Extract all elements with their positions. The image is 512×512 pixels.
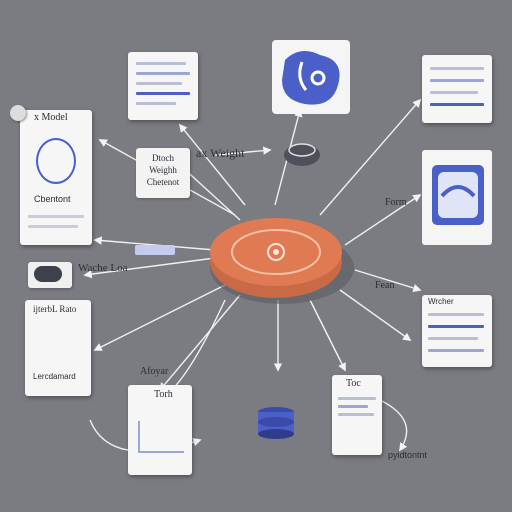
arrow-hub-to-top-doc bbox=[178, 123, 246, 206]
model-icon bbox=[36, 138, 76, 184]
gear-icon bbox=[267, 243, 285, 261]
arrow-hub-to-bottom-left bbox=[158, 294, 241, 392]
cloud-icon bbox=[284, 143, 320, 166]
toc-card-title: Toc bbox=[346, 378, 361, 389]
pin-icon bbox=[10, 105, 26, 121]
hub-ring bbox=[231, 229, 321, 275]
database-card bbox=[238, 380, 316, 458]
torch-card: Torh bbox=[128, 385, 192, 475]
arrow-hub-to-top-right-doc bbox=[319, 98, 422, 216]
doc-line bbox=[430, 91, 478, 94]
bottom-left-note: Afoyar bbox=[140, 366, 169, 377]
doc-line bbox=[136, 72, 190, 75]
watcher-card: Wrcher bbox=[422, 295, 492, 367]
database-icon bbox=[258, 407, 294, 439]
model-card: x Model Cbentont bbox=[20, 110, 92, 245]
model-card-title: x Model bbox=[34, 112, 68, 123]
weight-loader-label: Wache Loa bbox=[78, 262, 128, 274]
weight-label: ax Weight bbox=[196, 146, 245, 160]
model-card-line bbox=[28, 215, 84, 218]
dark-toggle-icon bbox=[34, 266, 62, 282]
weight-checkpoint-text: Dtoch Weighh Chetenot bbox=[146, 153, 180, 187]
hub-node bbox=[210, 218, 354, 304]
arrow-bottom-right-loop bbox=[379, 399, 408, 452]
model-card-line bbox=[28, 225, 78, 228]
document-card-top-right bbox=[422, 55, 492, 123]
app-window-icon bbox=[422, 150, 492, 245]
arrow-hub-to-right-mid bbox=[354, 269, 422, 293]
left-mid-widget bbox=[28, 262, 72, 288]
doc-line bbox=[428, 325, 484, 328]
doc-line bbox=[428, 313, 484, 316]
left-mid-tag-ribbon bbox=[135, 245, 175, 255]
arrow-hub-to-bottom-right-doc bbox=[309, 299, 346, 372]
toc-card: Toc bbox=[332, 375, 382, 455]
doc-line bbox=[338, 405, 368, 408]
framework-logo-icon bbox=[272, 40, 350, 114]
connector-arrows bbox=[83, 98, 422, 452]
doc-line bbox=[136, 92, 190, 95]
arrow-hub-to-right-card bbox=[344, 194, 422, 246]
arrow-hub-to-right-low bbox=[339, 289, 412, 341]
doc-line bbox=[430, 79, 484, 82]
ratio-card-title: ijterbL Rato bbox=[33, 304, 77, 314]
ratio-card: ijterbL Rato Lercdamard bbox=[25, 300, 91, 396]
doc-line bbox=[428, 349, 484, 352]
doc-line bbox=[430, 103, 484, 106]
weight-checkpoint-tag: Dtoch Weighh Chetenot bbox=[136, 148, 190, 198]
arrow-weight-to-cloud bbox=[214, 146, 272, 156]
model-card-sub: Cbentont bbox=[34, 194, 71, 204]
doc-line bbox=[338, 397, 376, 400]
doc-line bbox=[338, 413, 374, 416]
document-card-top bbox=[128, 52, 198, 120]
arrow-hub-to-weight-tag bbox=[178, 163, 241, 221]
chart-sketch-icon bbox=[138, 421, 184, 453]
doc-line bbox=[430, 67, 484, 70]
ratio-card-sub: Lercdamard bbox=[33, 372, 76, 381]
bottom-right-label: pyidtontnt bbox=[388, 450, 428, 460]
arrow-hub-to-left-low bbox=[93, 284, 226, 351]
torch-card-title: Torh bbox=[154, 389, 173, 400]
doc-line bbox=[428, 337, 478, 340]
doc-line bbox=[136, 102, 176, 105]
doc-line bbox=[136, 82, 182, 85]
right-mid-label: Fean bbox=[375, 280, 395, 291]
arrow-hub-to-left-tag bbox=[83, 257, 216, 279]
doc-line bbox=[136, 62, 186, 65]
watcher-card-title: Wrcher bbox=[428, 297, 454, 306]
form-label: Form bbox=[385, 197, 407, 208]
